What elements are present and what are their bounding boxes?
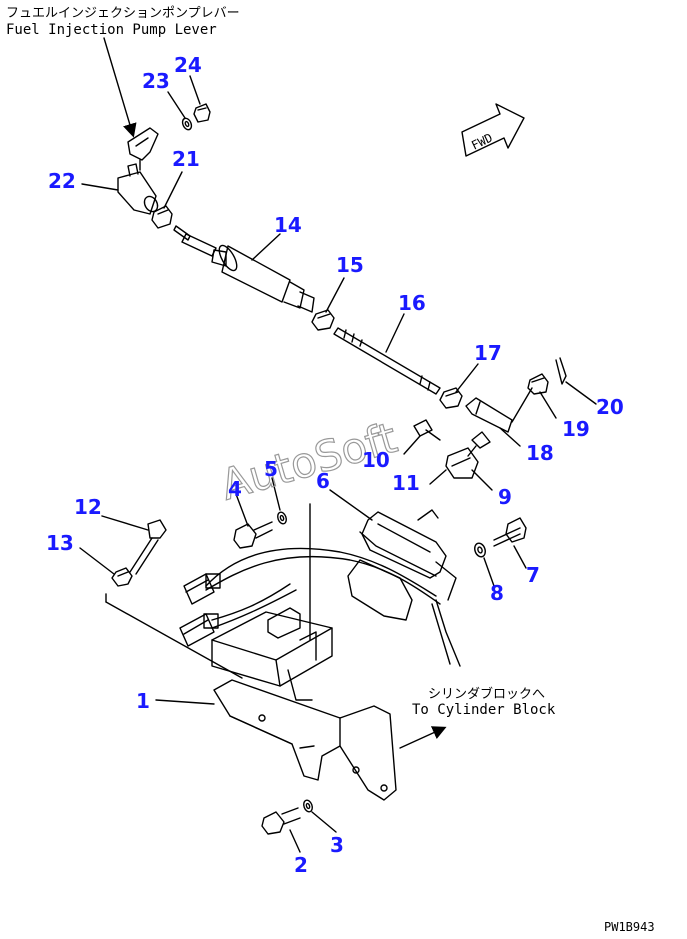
callout-4: 4 (228, 477, 242, 501)
lever-pointer-arrow (103, 37, 137, 138)
leader-2 (289, 829, 301, 853)
washer-3 (303, 799, 313, 813)
leader-15 (325, 277, 345, 313)
bracket-1 (213, 679, 397, 801)
leader-13 (79, 547, 115, 575)
callout-22: 22 (48, 169, 76, 193)
callout-13: 13 (46, 531, 74, 555)
rod-16 (333, 327, 441, 395)
leader-21 (163, 171, 183, 209)
callout-14: 14 (274, 213, 302, 237)
leader-19 (539, 391, 557, 419)
fwd-label: FWD (469, 131, 495, 153)
lever-label-en: Fuel Injection Pump Lever (6, 22, 217, 38)
washer-5 (277, 511, 287, 525)
clevis-18 (465, 397, 513, 433)
leader-9 (471, 469, 493, 491)
callout-1: 1 (136, 689, 150, 713)
bolt-10 (413, 419, 441, 441)
callout-2: 2 (294, 853, 308, 877)
callout-16: 16 (398, 291, 426, 315)
lever-bracket-9 (429, 447, 479, 485)
leader-6 (329, 489, 373, 521)
leader-17 (455, 363, 479, 393)
ball-joint-22 (117, 163, 159, 215)
washer-8 (474, 542, 486, 558)
callout-12: 12 (74, 495, 102, 519)
leader-12 (101, 515, 149, 531)
callout-11: 11 (392, 471, 420, 495)
nut-24 (193, 103, 211, 123)
leader-24 (189, 75, 201, 105)
leader-5 (271, 477, 281, 511)
cylinder-block-arrow (399, 726, 447, 749)
callout-20: 20 (596, 395, 624, 419)
leader-1 (155, 699, 215, 705)
callout-19: 19 (562, 417, 590, 441)
washer-23 (181, 117, 193, 131)
leader-14 (251, 233, 281, 261)
nut-19 (527, 373, 549, 395)
callout-8: 8 (490, 581, 504, 605)
leader-7 (513, 545, 527, 569)
cotter-pin-20 (555, 357, 567, 385)
nut-21 (151, 205, 173, 229)
bolt-12 (129, 519, 167, 575)
cylinder-block-label-jp: シリンダブロックへ (428, 686, 545, 702)
controller-box (211, 607, 333, 701)
callout-17: 17 (474, 341, 502, 365)
connector-upper (183, 573, 221, 605)
motor-6 (347, 509, 457, 621)
bolt-7 (493, 517, 527, 547)
callout-10: 10 (362, 448, 390, 472)
fwd-arrow (461, 103, 525, 157)
leader-3 (311, 811, 337, 833)
lever-label-jp: フュエルインジェクションポンプレバー (6, 6, 240, 21)
leader-22 (81, 183, 119, 191)
link-18-19 (511, 387, 533, 423)
leader-23 (167, 91, 186, 119)
leader-20 (565, 381, 597, 405)
callout-21: 21 (172, 147, 200, 171)
drawing-code: PW1B943 (604, 920, 655, 934)
leader-18 (499, 427, 521, 447)
callout-15: 15 (336, 253, 364, 277)
cylinder-14 (173, 225, 315, 313)
callout-6: 6 (316, 469, 330, 493)
callout-7: 7 (526, 563, 540, 587)
nut-17 (439, 387, 463, 409)
leader-16 (385, 313, 405, 353)
nut-13 (111, 567, 133, 587)
wire-harness (205, 547, 461, 667)
cylinder-block-label-en: To Cylinder Block (412, 702, 556, 718)
bolt-2 (261, 807, 301, 835)
leader-8 (483, 557, 495, 587)
callout-5: 5 (264, 457, 278, 481)
callout-3: 3 (330, 833, 344, 857)
callout-18: 18 (526, 441, 554, 465)
callout-24: 24 (174, 53, 202, 77)
nut-15 (311, 309, 335, 331)
bolt-11 (467, 431, 491, 457)
leader-10 (403, 435, 421, 455)
callout-9: 9 (498, 485, 512, 509)
pump-lever-part (127, 127, 159, 171)
bolt-4 (233, 521, 273, 549)
bolt-axis-line (105, 601, 243, 679)
connector-lower (179, 613, 219, 647)
callout-23: 23 (142, 69, 170, 93)
leader-4 (235, 493, 249, 527)
